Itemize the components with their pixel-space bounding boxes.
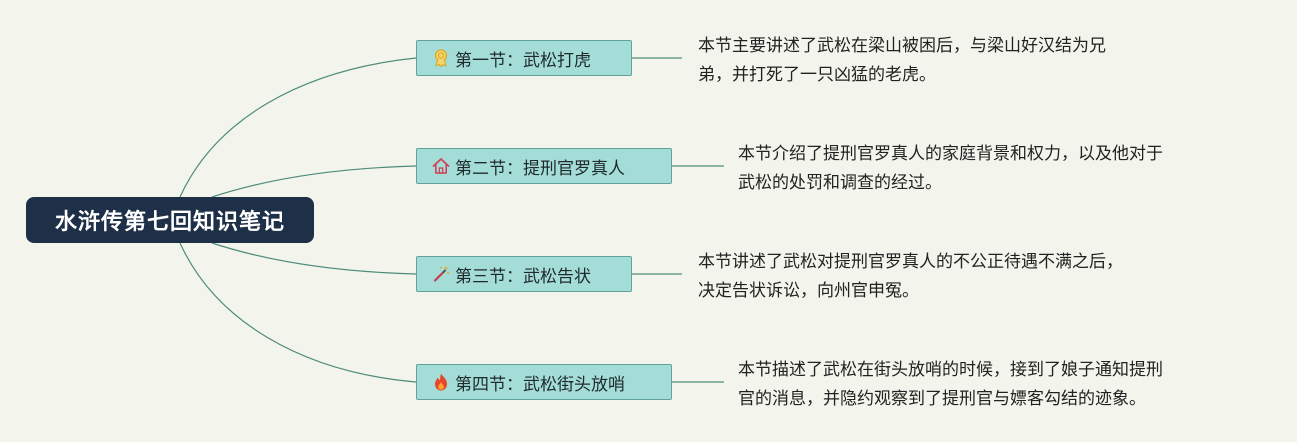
magic-wand-icon	[431, 264, 451, 284]
note-section-1-line-1: 本节主要讲述了武松在梁山被困后，与梁山好汉结为兄	[698, 36, 1106, 56]
topic-section-1[interactable]: 第一节：武松打虎	[416, 40, 632, 76]
topic-section-3-label: 第三节：武松告状	[455, 266, 591, 287]
note-section-2-line-1: 本节介绍了提刑官罗真人的家庭背景和权力，以及他对于	[738, 144, 1163, 164]
topic-section-4[interactable]: 第四节：武松街头放哨	[416, 364, 672, 400]
fire-icon	[431, 372, 451, 392]
topic-section-4-label: 第四节：武松街头放哨	[455, 374, 625, 395]
topic-section-2-label: 第二节：提刑官罗真人	[455, 158, 625, 179]
note-section-3: 本节讲述了武松对提刑官罗真人的不公正待遇不满之后， 决定告状诉讼，向州官申冤。	[698, 248, 1123, 306]
connector-root-section-2	[211, 165, 417, 198]
note-section-1: 本节主要讲述了武松在梁山被困后，与梁山好汉结为兄 弟，并打死了一只凶猛的老虎。	[698, 32, 1106, 90]
note-section-1-line-2: 弟，并打死了一只凶猛的老虎。	[698, 65, 936, 85]
connector-root-section-1	[179, 57, 417, 198]
medal-icon	[431, 48, 451, 68]
root-topic[interactable]: 水浒传第七回知识笔记	[26, 197, 314, 243]
topic-section-2[interactable]: 第二节：提刑官罗真人	[416, 148, 672, 184]
note-section-4-line-2: 官的消息，并隐约观察到了提刑官与嫖客勾结的迹象。	[738, 389, 1146, 409]
connector-root-section-3	[211, 242, 417, 275]
topic-section-1-label: 第一节：武松打虎	[455, 50, 591, 71]
root-title: 水浒传第七回知识笔记	[54, 210, 285, 235]
note-section-4-line-1: 本节描述了武松在街头放哨的时候，接到了娘子通知提刑	[738, 360, 1163, 380]
note-section-2: 本节介绍了提刑官罗真人的家庭背景和权力，以及他对于 武松的处罚和调查的经过。	[738, 140, 1163, 198]
note-section-2-line-2: 武松的处罚和调查的经过。	[738, 173, 942, 193]
note-section-4: 本节描述了武松在街头放哨的时候，接到了娘子通知提刑 官的消息，并隐约观察到了提刑…	[738, 356, 1163, 414]
connector-root-section-4	[179, 242, 417, 383]
house-icon	[431, 156, 451, 176]
topic-section-3[interactable]: 第三节：武松告状	[416, 256, 632, 292]
note-section-3-line-2: 决定告状诉讼，向州官申冤。	[698, 281, 919, 301]
note-section-3-line-1: 本节讲述了武松对提刑官罗真人的不公正待遇不满之后，	[698, 252, 1123, 272]
